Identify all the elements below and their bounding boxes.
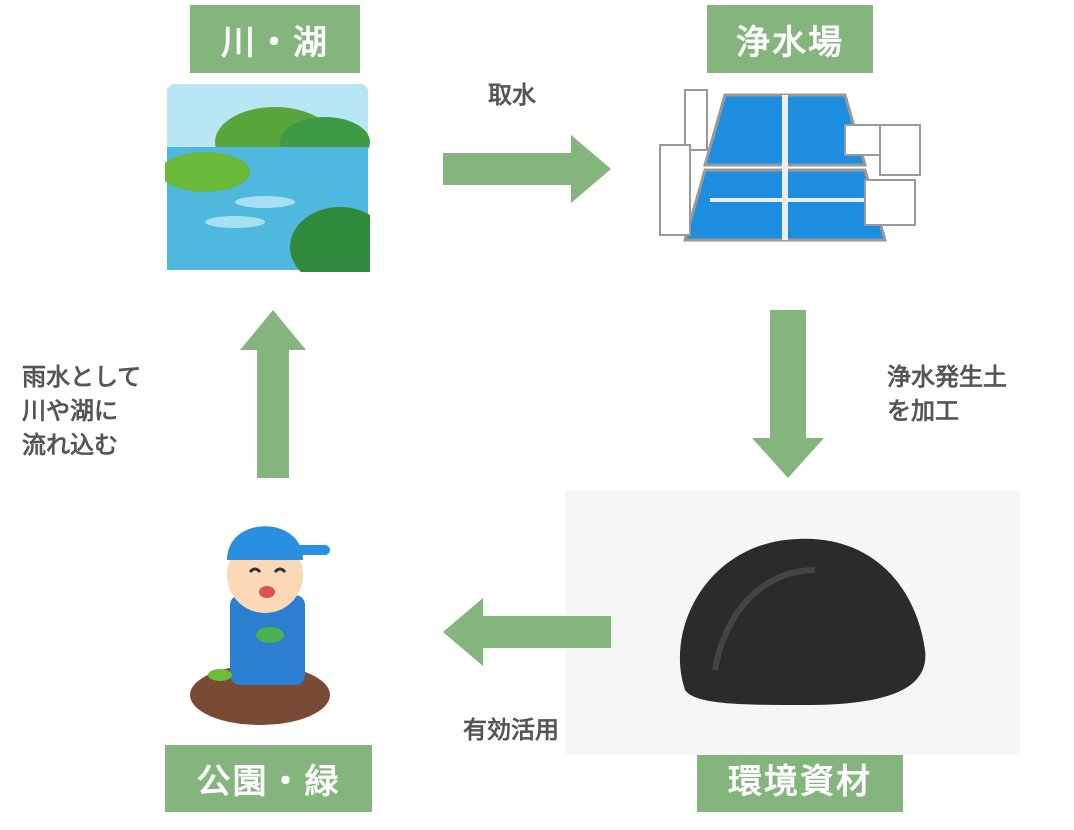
water-plant-illustration (659, 89, 921, 242)
plant-label: 浄水場 (707, 5, 873, 73)
lake-label: 川・湖 (190, 5, 360, 73)
arrow-up (240, 310, 306, 478)
arrow-left (443, 598, 611, 666)
lake-illustration (165, 84, 370, 272)
rain-text: 雨水として 川や湖に 流れ込む (22, 363, 142, 459)
use-text: 有効活用 (463, 716, 559, 744)
intake-text: 取水 (488, 81, 536, 109)
soil-photo (565, 490, 1020, 755)
arrow-down (752, 310, 824, 478)
arrow-right (443, 135, 611, 203)
park-label: 公園・緑 (165, 745, 372, 812)
material-label: 環境資材 (697, 745, 903, 812)
process-text: 浄水発生土 を加工 (887, 363, 1007, 425)
worker-illustration (190, 526, 330, 725)
